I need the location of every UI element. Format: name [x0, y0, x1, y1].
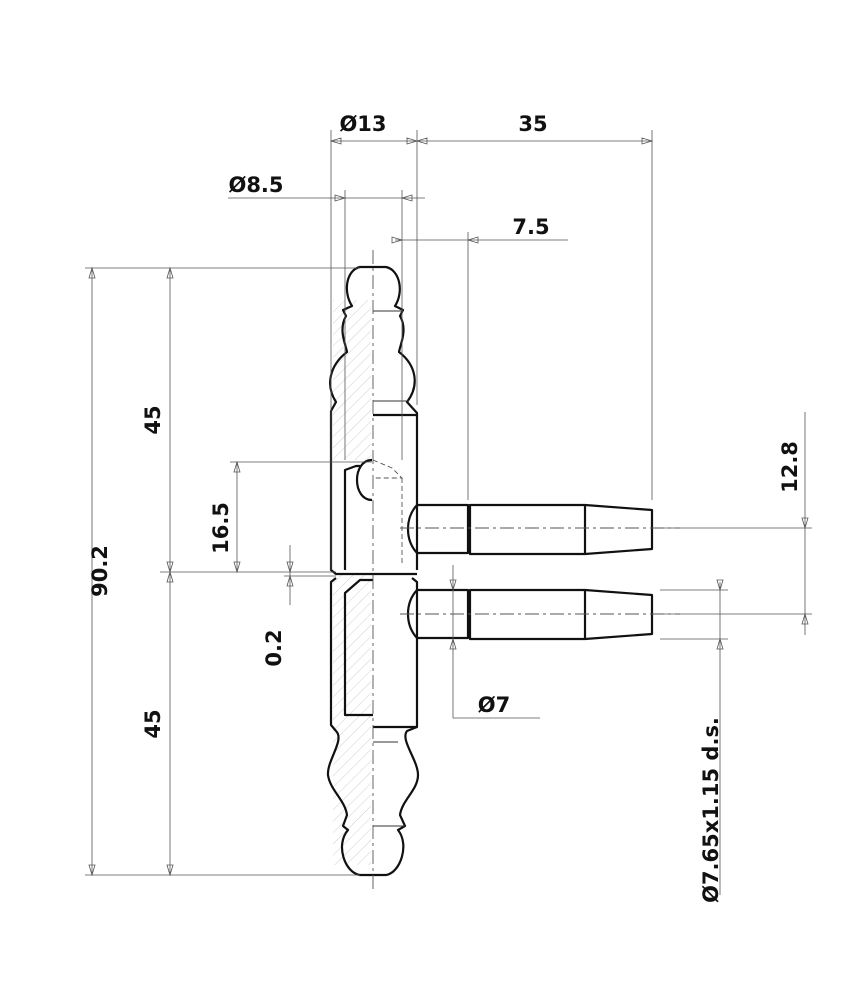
section-hatching	[333, 300, 371, 865]
dim-90-2: 90.2	[88, 545, 112, 597]
dim-diameter-13: Ø13	[339, 112, 386, 136]
dim-diameter-8-5: Ø8.5	[228, 173, 283, 197]
dim-12-8: 12.8	[778, 441, 802, 493]
dim-45-top: 45	[141, 405, 165, 434]
centerlines	[372, 250, 680, 890]
dim-35: 35	[518, 112, 547, 136]
pin-lower	[406, 588, 654, 641]
pin-upper	[406, 503, 654, 556]
dimension-lines	[85, 130, 812, 895]
dim-16-5: 16.5	[209, 502, 233, 554]
hinge-body	[326, 265, 420, 877]
dim-7-5: 7.5	[512, 215, 549, 239]
arrowheads	[88, 137, 809, 877]
dim-diameter-7: Ø7	[478, 693, 510, 717]
dim-diameter-7-65-ds: Ø7.65x1.15 d.s.	[699, 717, 723, 903]
dimension-labels: Ø13 35 Ø8.5 7.5 Ø7 90.2 45 45 16.5 0.2 1…	[88, 112, 802, 903]
dim-0-2: 0.2	[262, 629, 286, 666]
dim-45-bottom: 45	[141, 709, 165, 738]
